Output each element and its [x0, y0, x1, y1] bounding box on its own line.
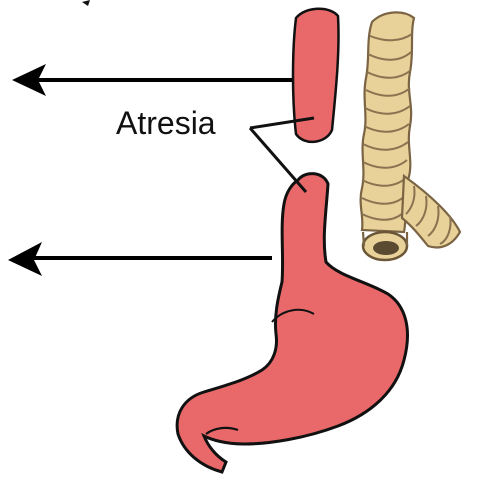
atresia-label: Atresia	[116, 105, 216, 141]
upper-esophageal-pouch	[293, 9, 339, 142]
trachea-lumen	[373, 241, 399, 255]
